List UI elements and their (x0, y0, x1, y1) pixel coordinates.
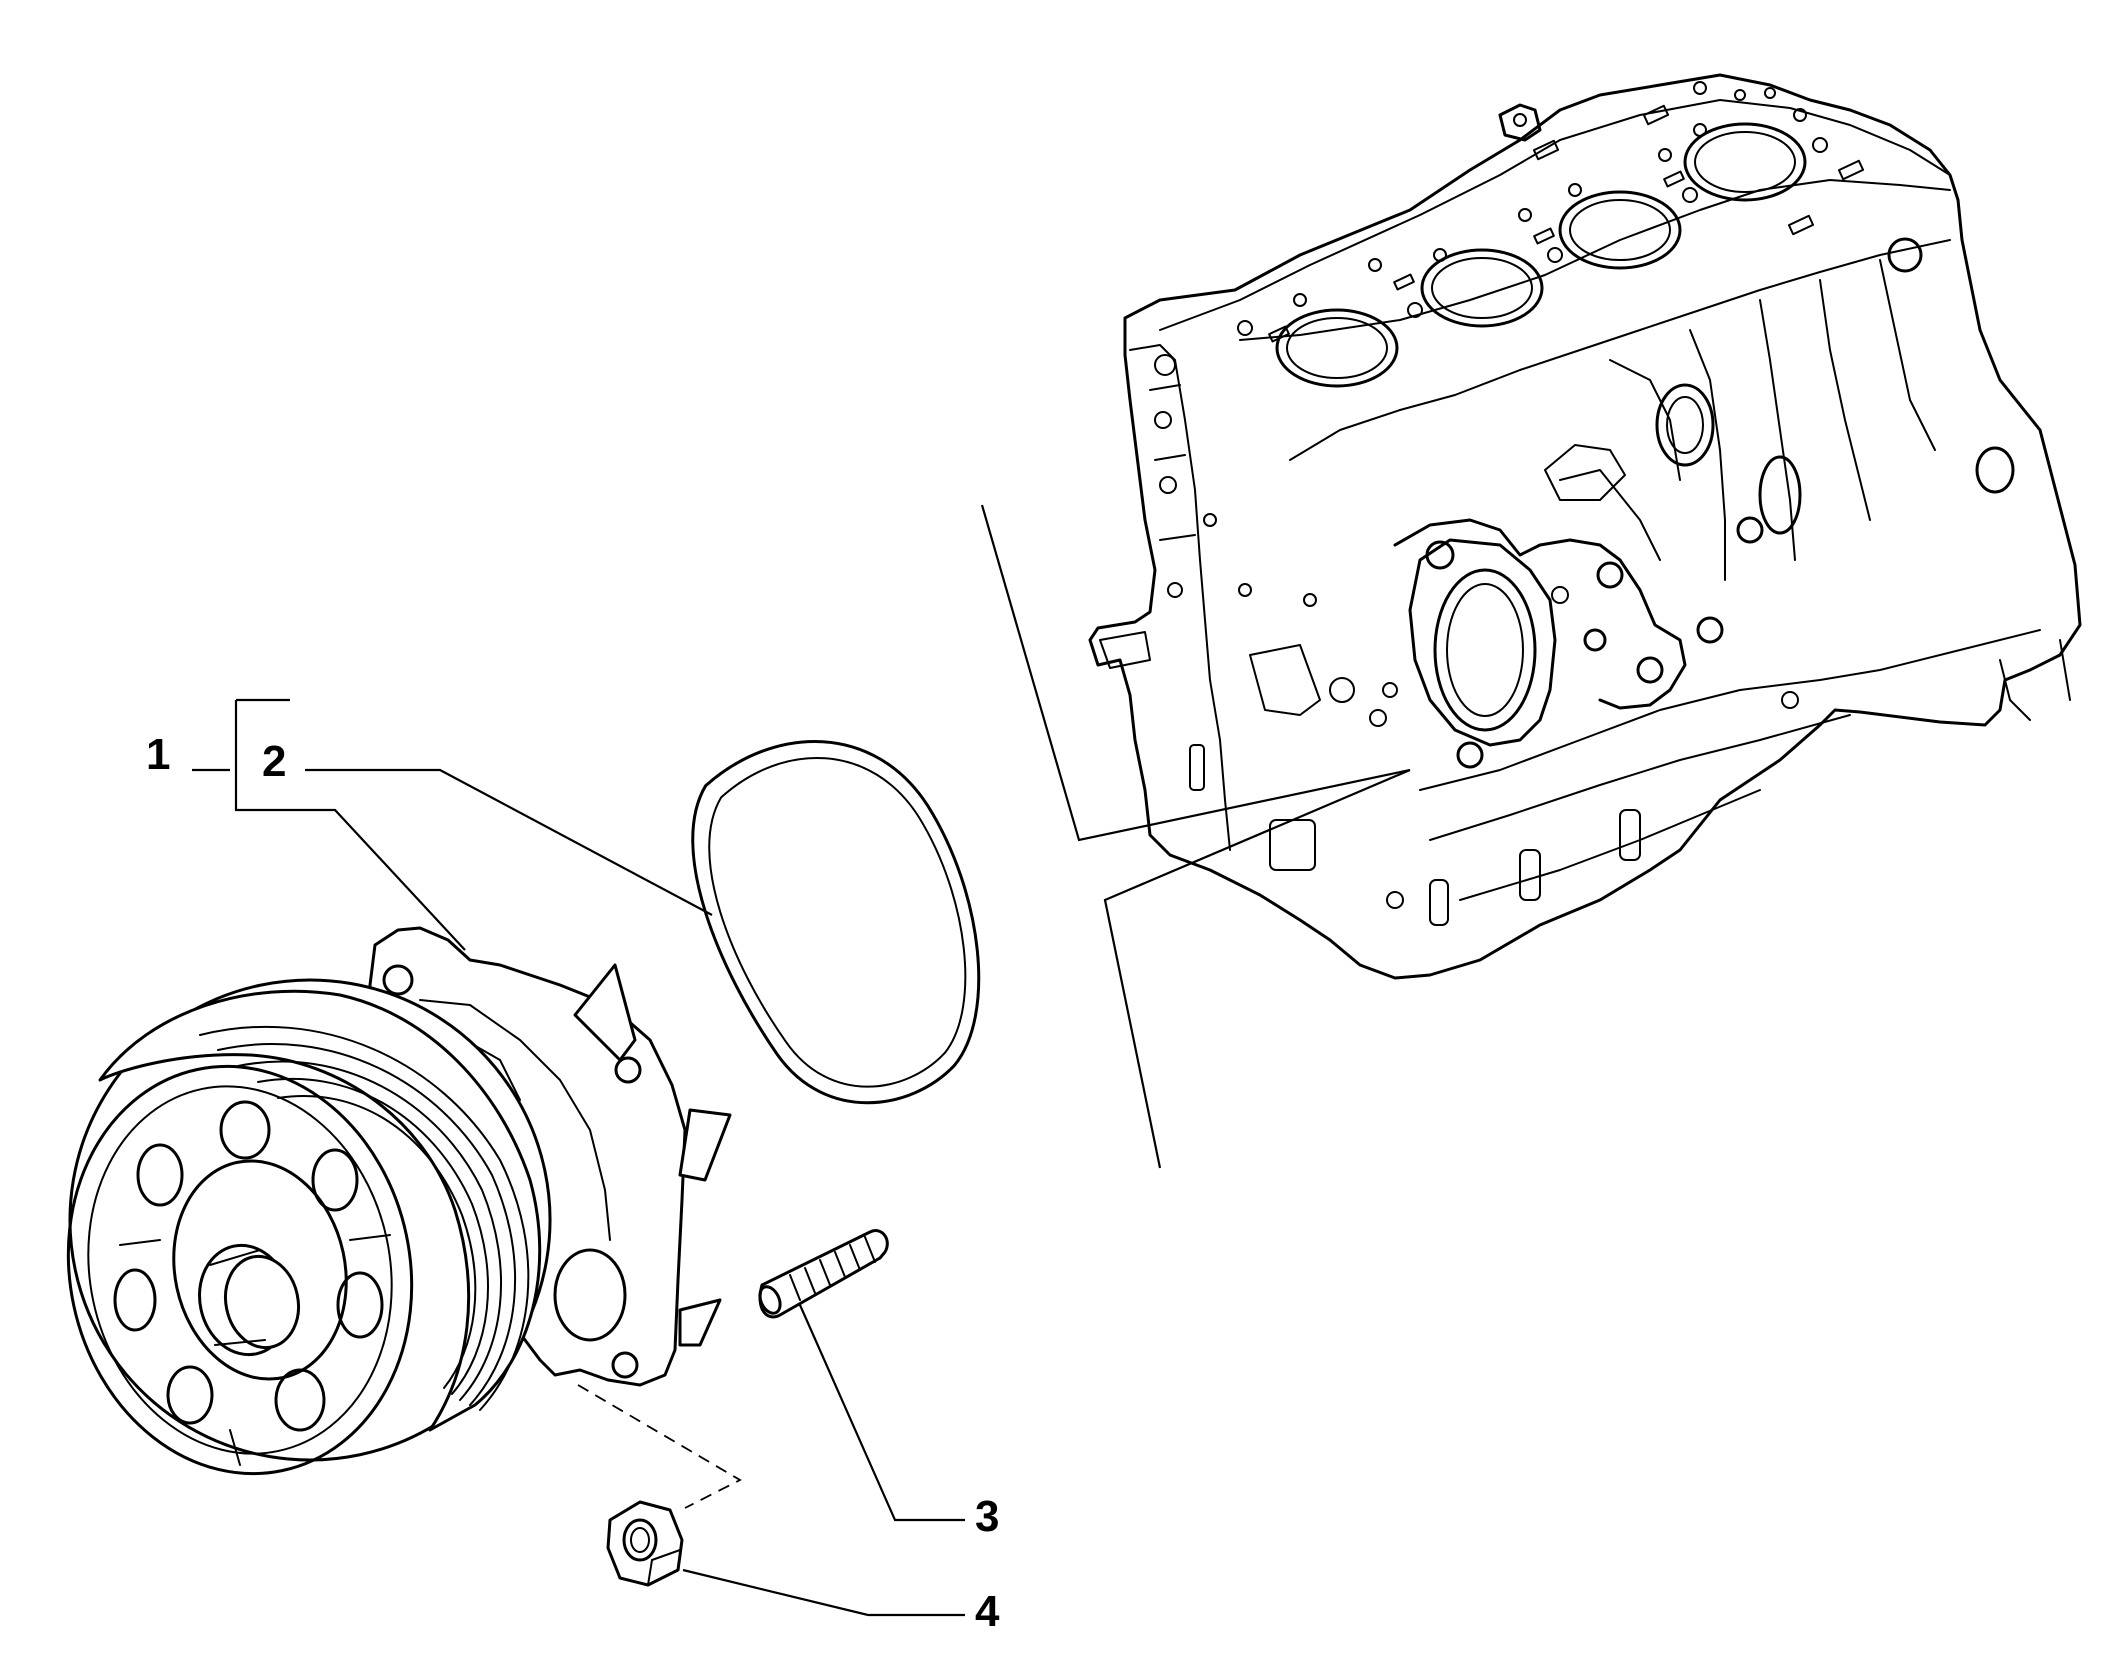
stud-bolt (758, 1229, 889, 1319)
callout-2: 2 (262, 737, 287, 786)
callout-1: 1 (146, 730, 171, 779)
block-reference-lines (980, 504, 1411, 1169)
assembly-dashed-line (577, 1384, 742, 1509)
deck-holes (1237, 81, 1865, 343)
water-pump (66, 926, 732, 1476)
callout-3: 3 (975, 1492, 1000, 1541)
callout-4: 4 (975, 1587, 1000, 1636)
pump-mounting-face (1393, 518, 1687, 769)
engine-block (1088, 73, 2082, 980)
hex-nut (606, 1500, 684, 1587)
gasket-ring (691, 740, 981, 1105)
cylinder-bores (1275, 122, 1807, 388)
callout-leaders (192, 698, 965, 1617)
